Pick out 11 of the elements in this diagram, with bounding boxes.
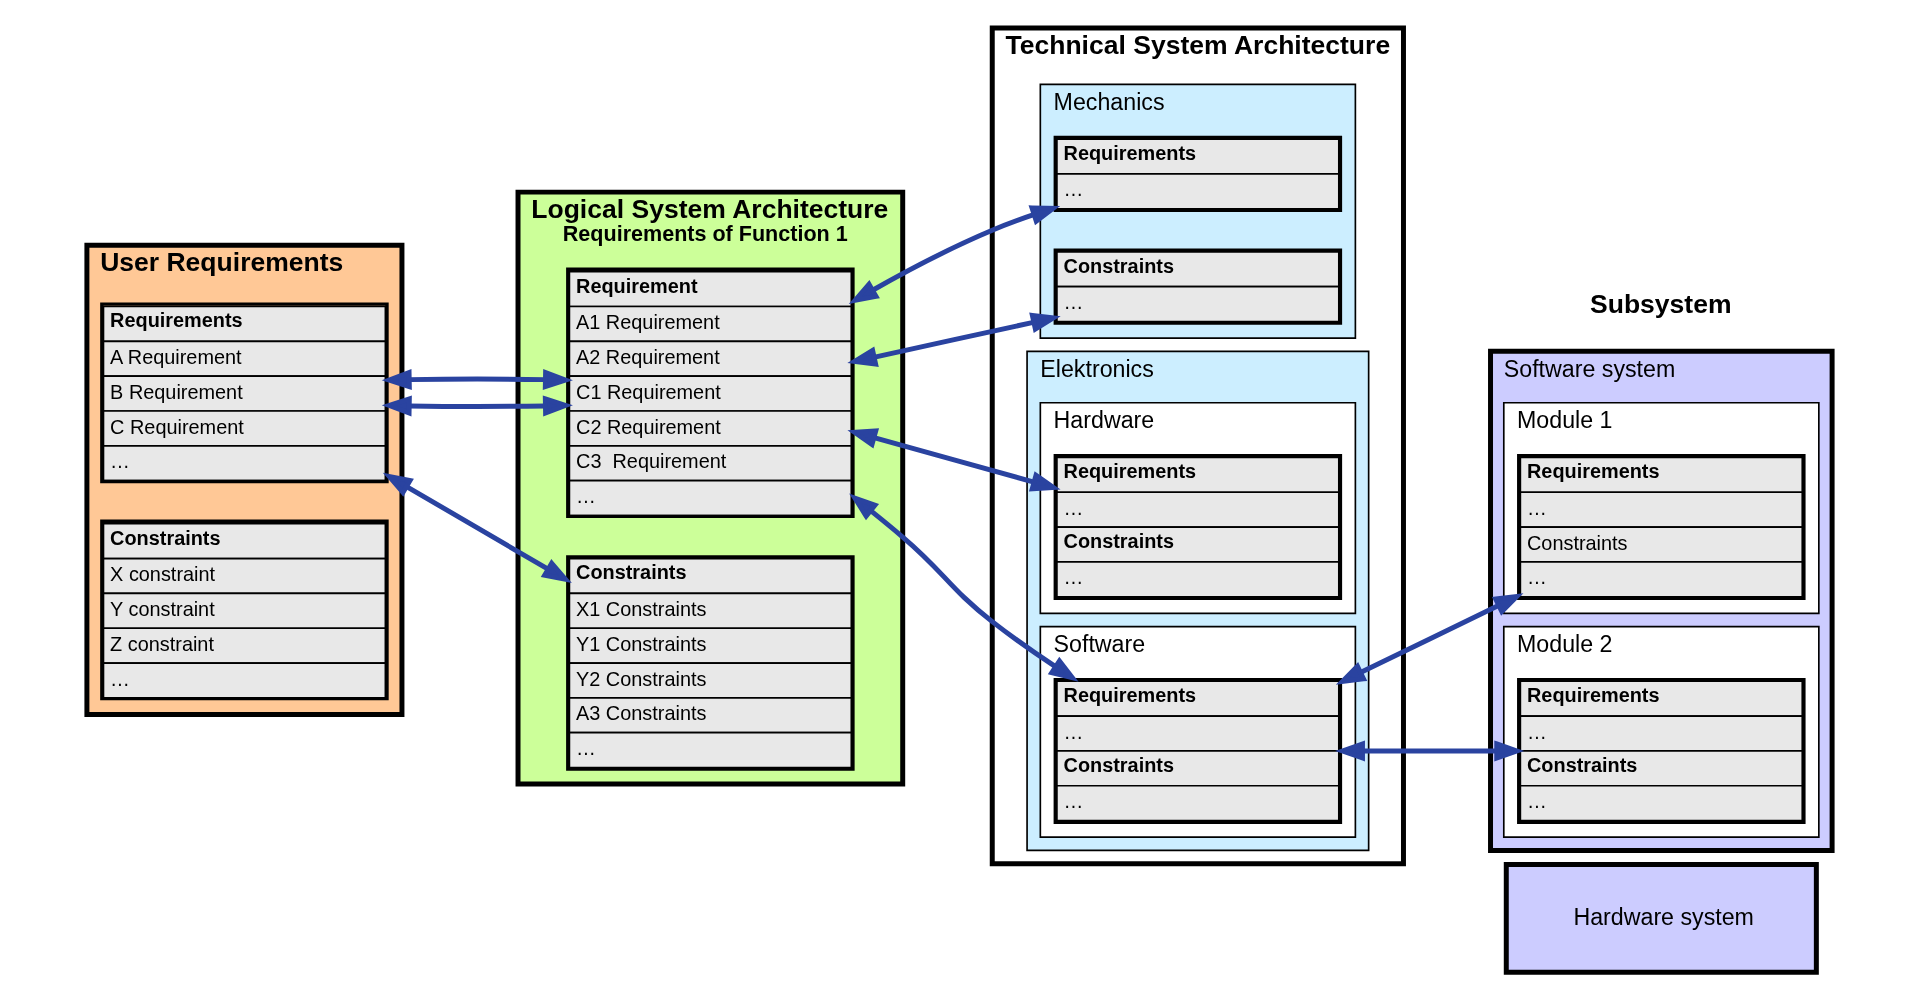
arrow [382, 472, 572, 584]
label: Subsystem [1590, 288, 1732, 319]
node-box: Hardware system [1503, 862, 1819, 975]
arrow [849, 493, 1079, 682]
arrow [381, 369, 573, 391]
arrow [1335, 740, 1525, 762]
arrow [847, 428, 1061, 492]
arrow [847, 312, 1061, 367]
arrow [381, 395, 573, 417]
arrow [848, 205, 1061, 305]
arrow [1335, 593, 1524, 685]
